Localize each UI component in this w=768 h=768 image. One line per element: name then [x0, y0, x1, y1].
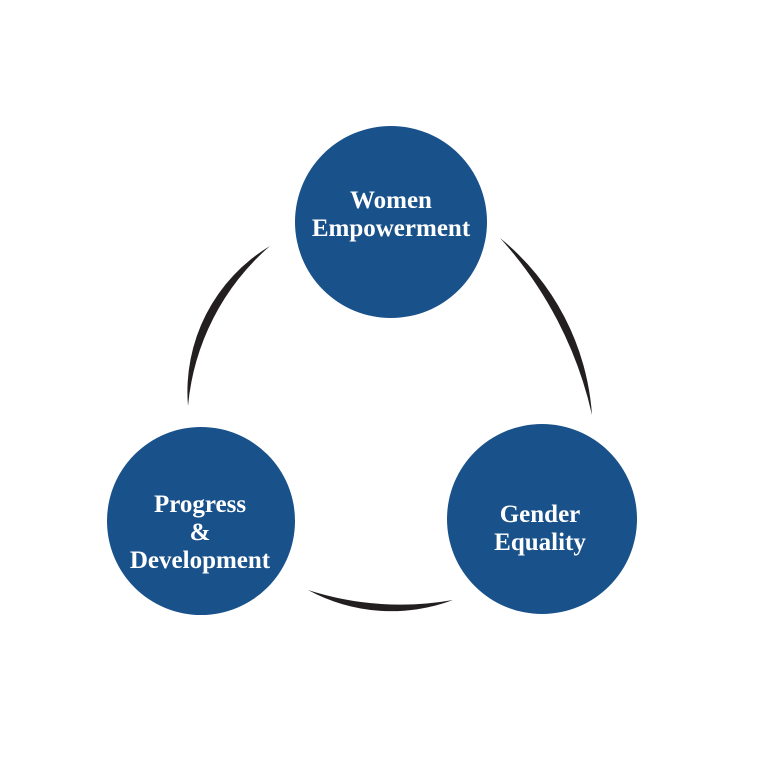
- cycle-arc-left: [187, 246, 270, 406]
- cycle-arc-right: [500, 238, 592, 415]
- node-label-progress: Progress: [154, 491, 246, 518]
- node-label-empowerment: Empowerment: [312, 215, 471, 242]
- node-circle-women-empowerment: [295, 126, 487, 318]
- node-label-development: Development: [130, 547, 271, 574]
- node-circle-progress-development: [107, 427, 295, 615]
- node-circle-gender-equality: [447, 424, 637, 614]
- node-label-women: Women: [350, 187, 432, 214]
- node-label-equality: Equality: [494, 529, 586, 556]
- node-label-ampersand: &: [190, 519, 211, 546]
- node-label-gender: Gender: [500, 501, 581, 528]
- cycle-arc-bottom: [308, 590, 453, 612]
